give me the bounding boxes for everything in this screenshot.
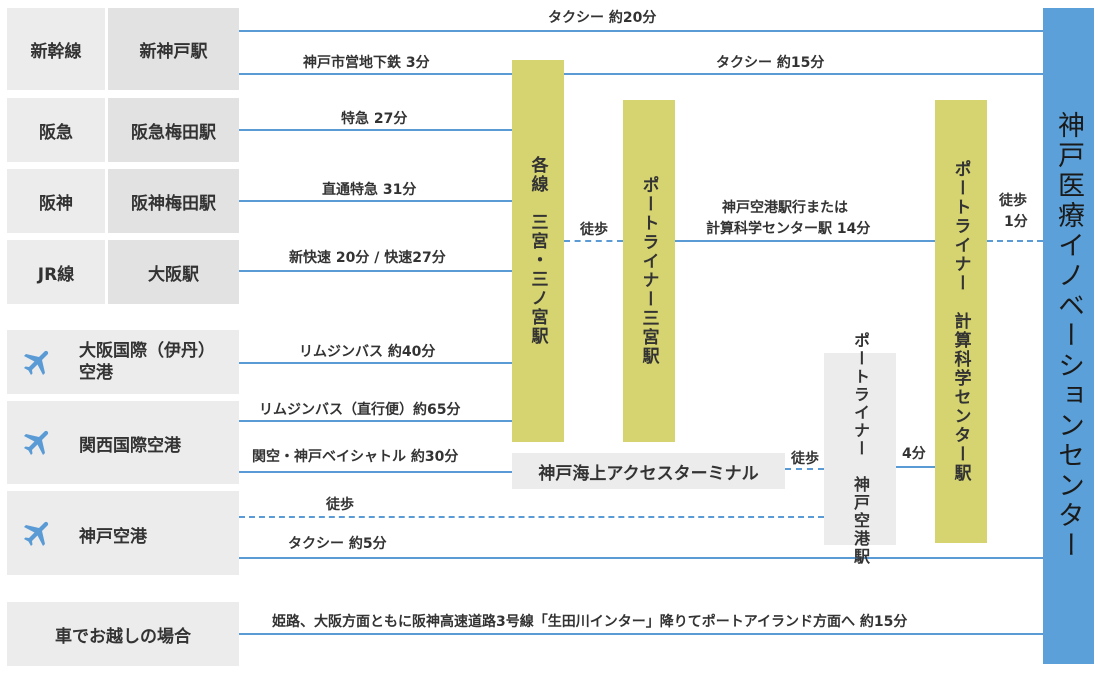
station-portliner-keisan: ポートライナー 計算科学センター駅 [935, 100, 987, 543]
airport-name-itami-line1: 大阪国際（伊丹） [79, 341, 215, 361]
station-portliner-sannomiya: ポートライナー三宮駅 [623, 100, 675, 442]
airplane-icon [23, 521, 49, 547]
line-portliner [675, 240, 935, 242]
car-box: 車でお越しの場合 [7, 602, 239, 666]
label-walk-final-1: 徒歩 [999, 193, 1027, 209]
destination-box: 神戸医療イノベーションセンター [1043, 8, 1094, 664]
line-walk-transfer [564, 240, 623, 242]
station-box-osaka: 大阪駅 [108, 240, 239, 304]
station-box-hanshin-umeda: 阪神梅田駅 [108, 169, 239, 233]
label-kix-bus: リムジンバス（直行便）約65分 [259, 402, 461, 418]
line-terminal-walk [785, 468, 824, 470]
airport-box-itami: 大阪国際（伊丹） 空港 [7, 330, 239, 394]
line-airport-to-keisan [896, 466, 935, 468]
terminal-box: 神戸海上アクセスターミナル [512, 453, 785, 489]
airport-box-kix: 関西国際空港 [7, 401, 239, 484]
label-terminal-walk: 徒歩 [791, 451, 819, 467]
label-subway: 神戸市営地下鉄 3分 [303, 55, 430, 71]
line-box-shinkansen: 新幹線 [7, 8, 105, 90]
label-hankyu: 特急 27分 [341, 111, 408, 127]
label-taxi-20: タクシー 約20分 [548, 10, 657, 26]
line-walk-kobe-airport [239, 516, 824, 518]
airport-name-kix: 関西国際空港 [79, 436, 181, 456]
line-kix-bus [239, 420, 512, 422]
label-taxi-5: タクシー 約5分 [288, 536, 387, 552]
label-jr: 新快速 20分 / 快速27分 [289, 250, 446, 266]
label-itami-bus: リムジンバス 約40分 [299, 344, 436, 360]
line-hankyu [239, 129, 512, 131]
label-car-route: 姫路、大阪方面ともに阪神高速道路3号線「生田川インター」降りてポートアイランド方… [272, 614, 908, 630]
line-hanshin [239, 200, 512, 202]
airplane-icon [23, 350, 49, 376]
station-sannomiya: 各線 三宮・三ノ宮駅 [512, 60, 564, 442]
label-taxi-15: タクシー 約15分 [716, 55, 825, 71]
line-taxi-20 [239, 30, 1043, 32]
station-portliner-airport: ポートライナー 神戸空港駅 [824, 332, 896, 566]
line-box-jr: JR線 [7, 240, 105, 304]
station-portliner-airport-label: ポートライナー 神戸空港駅 [851, 332, 870, 566]
line-itami-bus [239, 362, 512, 364]
line-box-hanshin: 阪神 [7, 169, 105, 233]
line-car [239, 633, 1043, 635]
label-four-min: 4分 [902, 446, 926, 462]
label-portliner-2: 計算科学センター駅 14分 [706, 221, 871, 237]
label-walk-final-2: 1分 [1004, 214, 1028, 230]
airport-box-kobe: 神戸空港 [7, 491, 239, 575]
label-portliner-1: 神戸空港駅行または [722, 200, 848, 216]
label-walk: 徒歩 [326, 497, 354, 513]
airport-name-itami-line2: 空港 [79, 363, 113, 383]
station-sannomiya-label: 各線 三宮・三ノ宮駅 [527, 156, 548, 346]
line-taxi-5 [239, 557, 1043, 559]
line-taxi-15 [564, 73, 1043, 75]
line-subway [239, 73, 512, 75]
line-jr [239, 270, 512, 272]
label-kix-shuttle: 関空・神戸ベイシャトル 約30分 [252, 449, 459, 465]
airport-name-kobe: 神戸空港 [79, 527, 147, 547]
label-hanshin: 直通特急 31分 [322, 182, 417, 198]
line-box-hankyu: 阪急 [7, 98, 105, 162]
station-portliner-sannomiya-label: ポートライナー三宮駅 [638, 176, 659, 366]
line-kix-shuttle [239, 471, 512, 473]
line-walk-final [987, 240, 1043, 242]
station-box-shinkobe: 新神戸駅 [108, 8, 239, 90]
label-walk-transfer: 徒歩 [580, 222, 608, 238]
destination-label: 神戸医療イノベーションセンター [1053, 111, 1084, 561]
station-box-hankyu-umeda: 阪急梅田駅 [108, 98, 239, 162]
airplane-icon [23, 430, 49, 456]
station-portliner-keisan-label: ポートライナー 計算科学センター駅 [950, 160, 971, 483]
